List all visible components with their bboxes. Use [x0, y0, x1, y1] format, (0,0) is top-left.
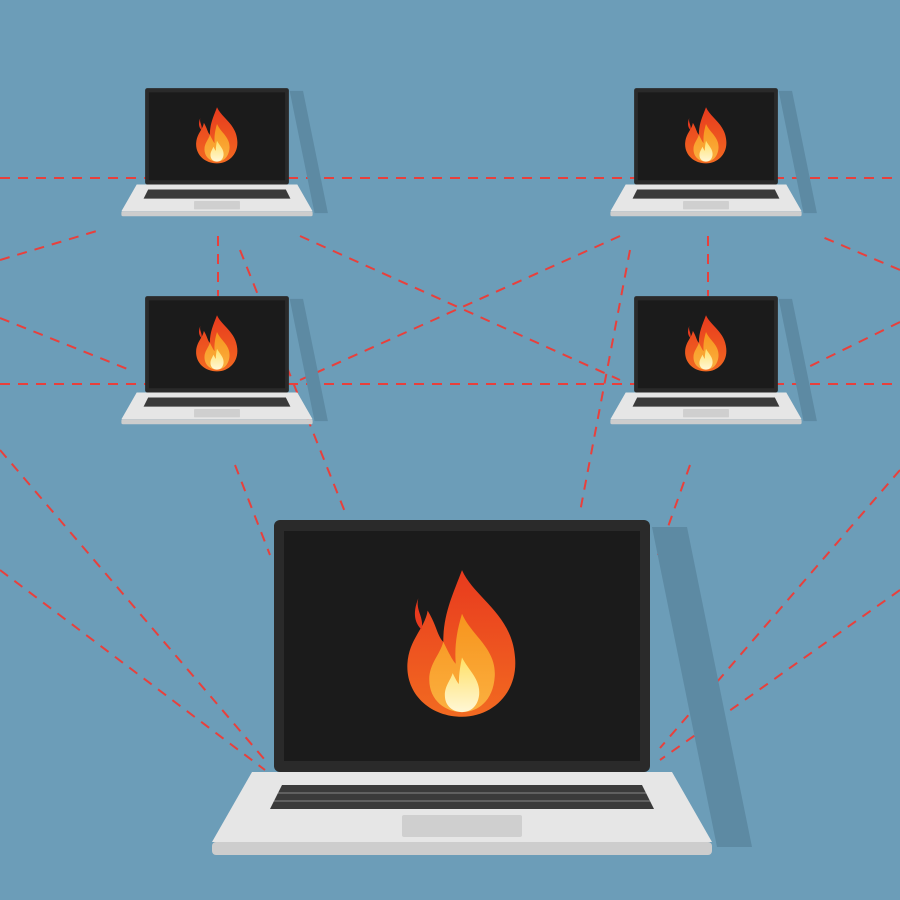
keyboard-key-rows [274, 792, 650, 802]
laptop-main [212, 520, 752, 855]
laptop-middle-left [121, 296, 328, 425]
link-line [0, 449, 266, 761]
link-line [239, 249, 346, 513]
laptop-keyboard [632, 189, 780, 199]
laptop-trackpad [402, 815, 522, 837]
laptop-base-front [610, 211, 802, 217]
laptop-trackpad [683, 408, 729, 418]
laptop-shadow [289, 298, 328, 422]
laptop-keyboard [270, 785, 654, 809]
laptop-top-left [121, 88, 328, 217]
laptop-middle-right [610, 296, 817, 425]
laptop-shadow [778, 90, 817, 214]
laptop-shadow [652, 527, 752, 847]
laptop-base-front [610, 419, 802, 425]
link-line [299, 235, 621, 381]
laptop-base-front [212, 842, 712, 855]
laptop-trackpad [683, 200, 729, 210]
link-line [234, 464, 271, 556]
laptop-shadow [778, 298, 817, 422]
link-line [819, 235, 900, 271]
link-line [0, 317, 131, 371]
laptop-trackpad [194, 408, 240, 418]
link-line [299, 235, 621, 381]
laptop-top-right [610, 88, 817, 217]
laptop-keyboard [143, 189, 291, 199]
laptop-base-front [121, 419, 313, 425]
link-line [0, 569, 266, 771]
link-line [579, 249, 631, 513]
laptop-trackpad [194, 200, 240, 210]
laptop-keyboard [632, 397, 780, 407]
laptop-shadow [289, 90, 328, 214]
link-line [659, 589, 900, 761]
laptop-keyboard [143, 397, 291, 407]
laptop-base-front [121, 211, 313, 217]
link-line [789, 321, 900, 377]
